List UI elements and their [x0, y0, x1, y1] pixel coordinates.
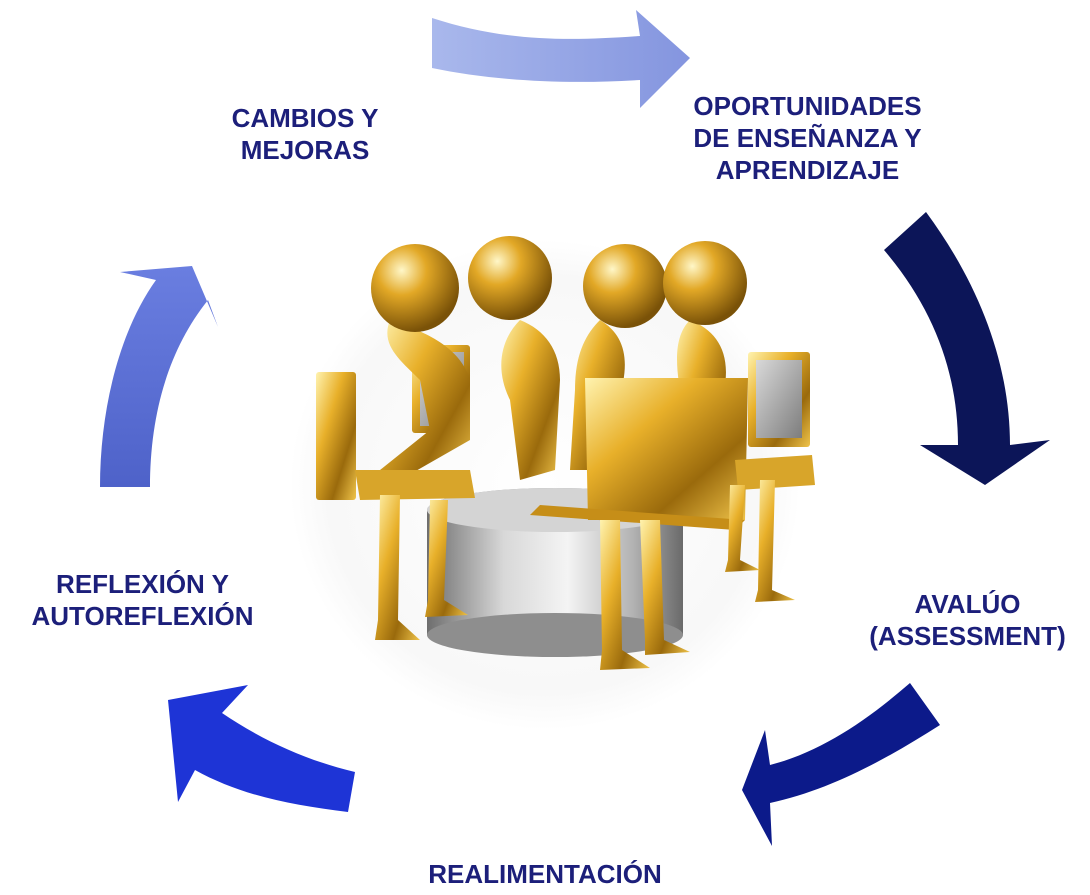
- stage-label-line: MEJORAS: [240, 135, 370, 165]
- stage-label-line: REFLEXIÓN Y: [56, 569, 229, 599]
- stage-label-oportunidades: OPORTUNIDADES DE ENSEÑANZA Y APRENDIZAJE: [655, 90, 960, 186]
- gold-figures-with-laptops-illustration: [316, 236, 815, 670]
- stage-label-realimentacion: REALIMENTACIÓN: [370, 858, 720, 890]
- arrow-bottom-left: [168, 685, 355, 812]
- stage-label-line: AUTOREFLEXIÓN: [31, 601, 254, 631]
- stage-label-line: AVALÚO: [914, 589, 1021, 619]
- arrow-right-down: [884, 212, 1050, 485]
- stage-label-line: APRENDIZAJE: [715, 155, 900, 185]
- stage-label-cambios-y-mejoras: CAMBIOS Y MEJORAS: [200, 102, 410, 166]
- stage-label-line: CAMBIOS Y: [231, 103, 379, 133]
- stage-label-line: REALIMENTACIÓN: [428, 859, 662, 889]
- stage-label-line: (ASSESSMENT): [869, 621, 1066, 651]
- arrow-bottom-right: [742, 683, 940, 846]
- arrow-left-up: [100, 266, 218, 487]
- stage-label-reflexion: REFLEXIÓN Y AUTOREFLEXIÓN: [0, 568, 285, 632]
- arrow-top: [432, 10, 690, 108]
- stage-label-line: OPORTUNIDADES: [693, 91, 922, 121]
- stage-label-line: DE ENSEÑANZA Y: [693, 123, 922, 153]
- stage-label-avaluo: AVALÚO (ASSESSMENT): [845, 588, 1090, 652]
